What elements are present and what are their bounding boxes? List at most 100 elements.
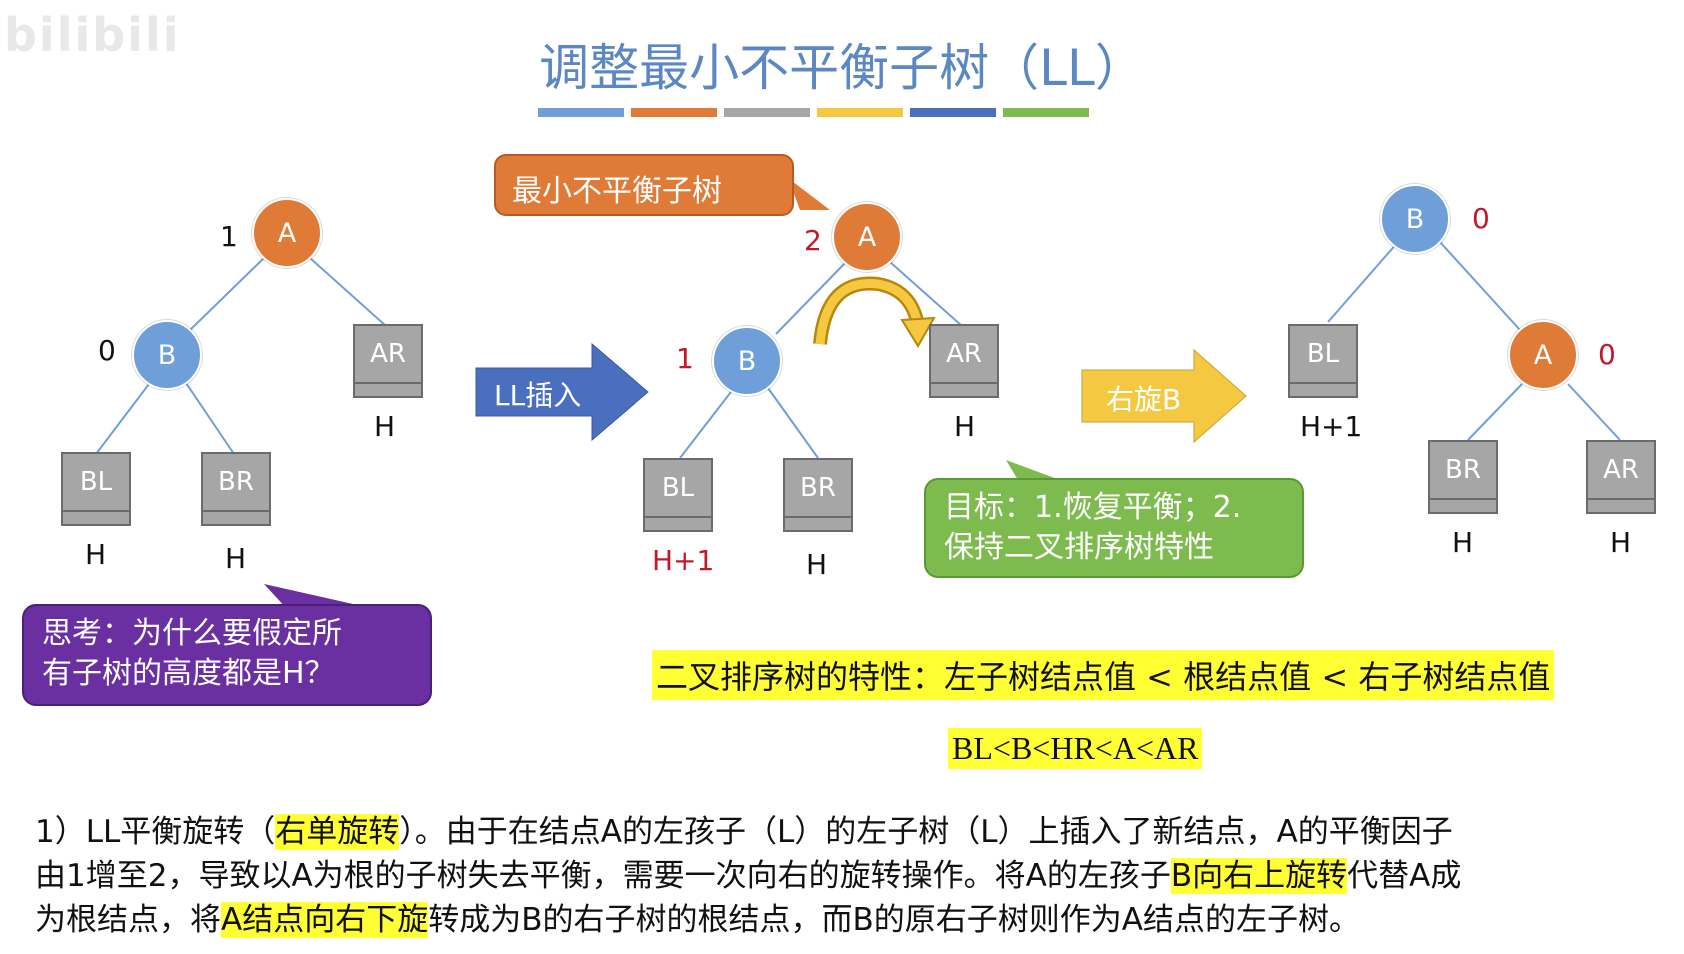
tree-edges xyxy=(95,241,1621,459)
rotation-arrowhead-icon xyxy=(900,316,936,348)
t3-bf-b: 0 xyxy=(1472,202,1490,235)
t2-bf-b: 1 xyxy=(676,342,694,375)
t1-height-ar: H xyxy=(374,410,396,443)
p1-highlight: 右单旋转 xyxy=(275,814,400,850)
t2-subtree-ar: AR xyxy=(929,324,999,398)
t3-node-a-label: A xyxy=(1533,339,1553,371)
edge-t3-a-ar xyxy=(1567,383,1621,441)
t2-height-br: H xyxy=(806,548,828,581)
ll-insert-arrow-shape xyxy=(475,342,649,442)
t1-subtree-bl-label: BL xyxy=(63,454,129,512)
t3-subtree-bl-label: BL xyxy=(1290,326,1356,384)
callout-think-tail xyxy=(264,584,362,610)
rotate-arrow-label: 右旋B xyxy=(1106,383,1182,416)
p2-highlight: B向右上旋转 xyxy=(1170,858,1348,894)
t1-bf-a: 1 xyxy=(220,220,238,253)
callout-goal-line1: 目标：1.恢复平衡；2. xyxy=(944,490,1242,525)
paragraph-line-3: 为根结点，将A结点向右下旋转成为B的右子树的根结点，而B的原右子树则作为A结点的… xyxy=(35,898,1665,942)
callout-min-tail xyxy=(788,178,830,210)
paragraph-line-2: 由1增至2，导致以A为根的子树失去平衡，需要一次向右的旋转操作。将A的左孩子B向… xyxy=(35,854,1665,898)
edge-t2-a-ar xyxy=(889,261,963,327)
t2-subtree-bl: BL xyxy=(643,458,713,532)
p1-b: ）。由于在结点A的左孩子（L）的左子树（L）上插入了新结点，A的平衡因子 xyxy=(399,814,1453,850)
t1-height-bl: H xyxy=(85,538,107,571)
t3-height-br: H xyxy=(1452,526,1474,559)
ll-insert-arrow-label: LL插入 xyxy=(494,379,582,412)
paragraph-line-1: 1）LL平衡旋转（右单旋转）。由于在结点A的左孩子（L）的左子树（L）上插入了新… xyxy=(35,810,1665,854)
t3-subtree-bl: BL xyxy=(1288,324,1358,398)
edge-t1-a-ar xyxy=(309,257,387,327)
t3-subtree-ar-label: AR xyxy=(1588,442,1654,500)
color-bar-yellow xyxy=(817,108,903,117)
p2-a: 由1增至2，导致以A为根的子树失去平衡，需要一次向右的旋转操作。将A的左孩子 xyxy=(35,858,1171,894)
t1-subtree-br: BR xyxy=(201,452,271,526)
t3-height-bl: H+1 xyxy=(1300,410,1363,443)
callout-goal-tail xyxy=(1006,460,1060,480)
t1-node-b-label: B xyxy=(157,339,177,371)
t2-subtree-br: BR xyxy=(783,458,853,532)
explanation-paragraph: 1）LL平衡旋转（右单旋转）。由于在结点A的左孩子（L）的左子树（L）上插入了新… xyxy=(35,810,1665,942)
t2-node-b-label: B xyxy=(737,345,757,377)
p3-b: 转成为B的右子树的根结点，而B的原右子树则作为A结点的左子树。 xyxy=(428,902,1360,938)
edge-t2-b-bl xyxy=(679,387,735,459)
t1-subtree-br-label: BR xyxy=(203,454,269,512)
p3-highlight: A结点向右下旋 xyxy=(221,902,429,938)
edge-t2-a-b xyxy=(775,261,847,335)
t2-node-b: B xyxy=(712,326,782,396)
callout-goal: 目标：1.恢复平衡；2. 保持二叉排序树特性 xyxy=(924,478,1304,578)
t2-subtree-bl-label: BL xyxy=(645,460,711,518)
t1-bf-b: 0 xyxy=(98,334,116,367)
t3-height-ar: H xyxy=(1610,526,1632,559)
callout-min-text: 最小不平衡子树 xyxy=(512,174,722,209)
t2-height-ar: H xyxy=(954,410,976,443)
t1-height-br: H xyxy=(225,542,247,575)
t3-node-a: A xyxy=(1508,320,1578,390)
edge-t3-b-bl xyxy=(1327,241,1399,323)
edge-t3-a-br xyxy=(1467,383,1523,441)
color-bar-orange xyxy=(631,108,717,117)
bilibili-watermark: bilibili xyxy=(4,8,181,62)
p2-b: 代替A成 xyxy=(1347,858,1462,894)
t3-subtree-br-label: BR xyxy=(1430,442,1496,500)
color-bar-green xyxy=(1003,108,1089,117)
t1-subtree-ar: AR xyxy=(353,324,423,398)
t1-subtree-bl: BL xyxy=(61,452,131,526)
t1-node-a-label: A xyxy=(277,217,297,249)
color-bar-gray xyxy=(724,108,810,117)
rotation-curve-inner xyxy=(815,279,923,345)
edge-t1-a-b xyxy=(189,257,265,331)
edge-t1-b-br xyxy=(183,379,235,455)
bst-property-text: 二叉排序树的特性：左子树结点值 < 根结点值 < 右子树结点值 xyxy=(652,650,1555,700)
color-bar-blue xyxy=(538,108,624,117)
callout-goal-line2: 保持二叉排序树特性 xyxy=(944,530,1214,565)
t3-node-b: B xyxy=(1380,184,1450,254)
t1-node-a: A xyxy=(252,198,322,268)
t3-bf-a: 0 xyxy=(1598,338,1616,371)
callout-think: 思考：为什么要假定所 有子树的高度都是H？ xyxy=(22,604,432,706)
page-title: 调整最小不平衡子树（LL） xyxy=(539,39,1145,97)
edge-t3-b-a xyxy=(1439,241,1521,331)
t2-bf-a: 2 xyxy=(804,224,822,257)
t3-node-b-label: B xyxy=(1405,203,1425,235)
p1-a: 1）LL平衡旋转（ xyxy=(35,814,276,850)
t2-subtree-br-label: BR xyxy=(785,460,851,518)
callout-min-unbalanced: 最小不平衡子树 xyxy=(494,154,794,216)
p3-a: 为根结点，将 xyxy=(35,902,221,938)
t1-node-b: B xyxy=(132,320,202,390)
t2-height-bl: H+1 xyxy=(652,544,715,577)
color-bar-darkblue xyxy=(910,108,996,117)
callout-think-line1: 思考：为什么要假定所 xyxy=(42,616,342,651)
callout-think-line2: 有子树的高度都是H？ xyxy=(42,656,335,691)
title-color-bars xyxy=(538,108,1098,117)
edge-t2-b-br xyxy=(767,387,819,459)
t2-node-a-label: A xyxy=(857,221,877,253)
rotate-arrow-shape xyxy=(1081,348,1247,444)
t3-subtree-br: BR xyxy=(1428,440,1498,514)
t3-subtree-ar: AR xyxy=(1586,440,1656,514)
bst-formula-text: BL<B<HR<A<AR xyxy=(948,728,1203,769)
t2-node-a: A xyxy=(832,202,902,272)
t2-subtree-ar-label: AR xyxy=(931,326,997,384)
edge-t1-b-bl xyxy=(95,379,153,455)
t1-subtree-ar-label: AR xyxy=(355,326,421,384)
